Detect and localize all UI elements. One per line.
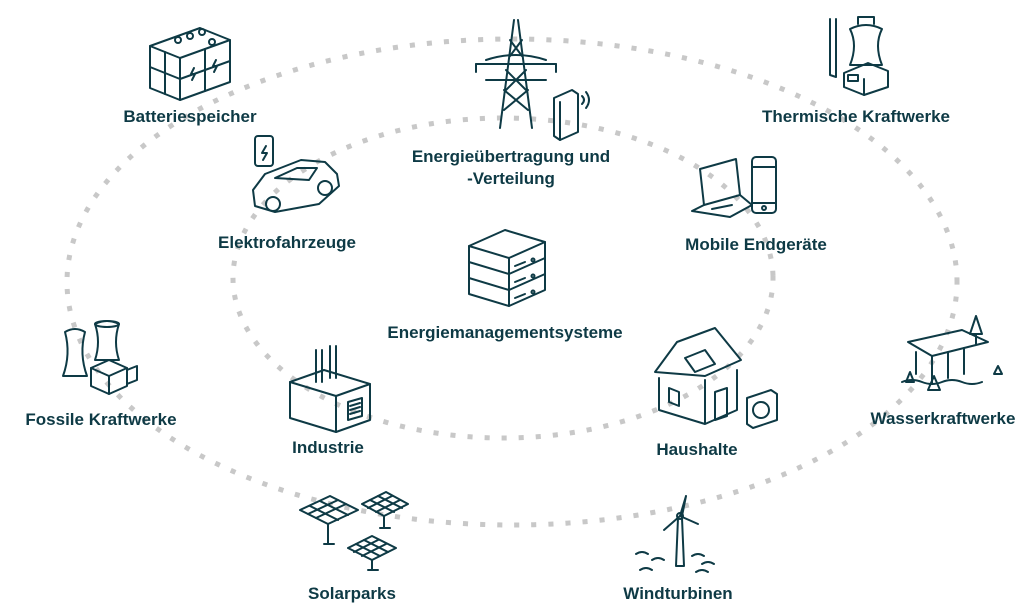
electric-car-icon	[252, 135, 340, 213]
solar-panels-icon	[299, 491, 409, 571]
label-wasserkraftwerke: Wasserkraftwerke	[870, 409, 1016, 428]
wind-turbine-icon	[635, 495, 715, 573]
factory-icon	[289, 345, 371, 433]
house-solar-icon	[654, 327, 778, 429]
label-energieuebertragung-line1: Energieübertragung und	[411, 147, 611, 166]
label-mobile-endgeraete: Mobile Endgeräte	[685, 235, 827, 254]
inner-dotted-ring	[230, 115, 776, 441]
label-energiemanagementsysteme: Energiemanagementsysteme	[387, 323, 623, 342]
thermal-power-plant-icon	[829, 16, 889, 96]
label-industrie: Industrie	[292, 438, 364, 457]
power-transmission-tower-icon	[475, 19, 590, 141]
label-fossile-kraftwerke: Fossile Kraftwerke	[25, 410, 177, 429]
battery-storage-icon	[149, 27, 231, 101]
label-elektrofahrzeuge: Elektrofahrzeuge	[218, 233, 356, 252]
cooling-tower-icon	[62, 320, 138, 395]
label-solarparks: Solarparks	[308, 584, 396, 603]
dam-icon	[901, 315, 1003, 391]
server-stack-icon	[468, 229, 546, 307]
outer-dotted-ring	[64, 36, 960, 528]
label-thermische-kraftwerke: Thermische Kraftwerke	[761, 107, 951, 126]
laptop-phone-icon	[691, 156, 777, 218]
label-batteriespeicher: Batteriespeicher	[123, 107, 257, 126]
label-haushalte: Haushalte	[656, 440, 738, 459]
label-energieuebertragung-line2: -Verteilung	[467, 169, 555, 188]
label-windturbinen: Windturbinen	[623, 584, 733, 603]
